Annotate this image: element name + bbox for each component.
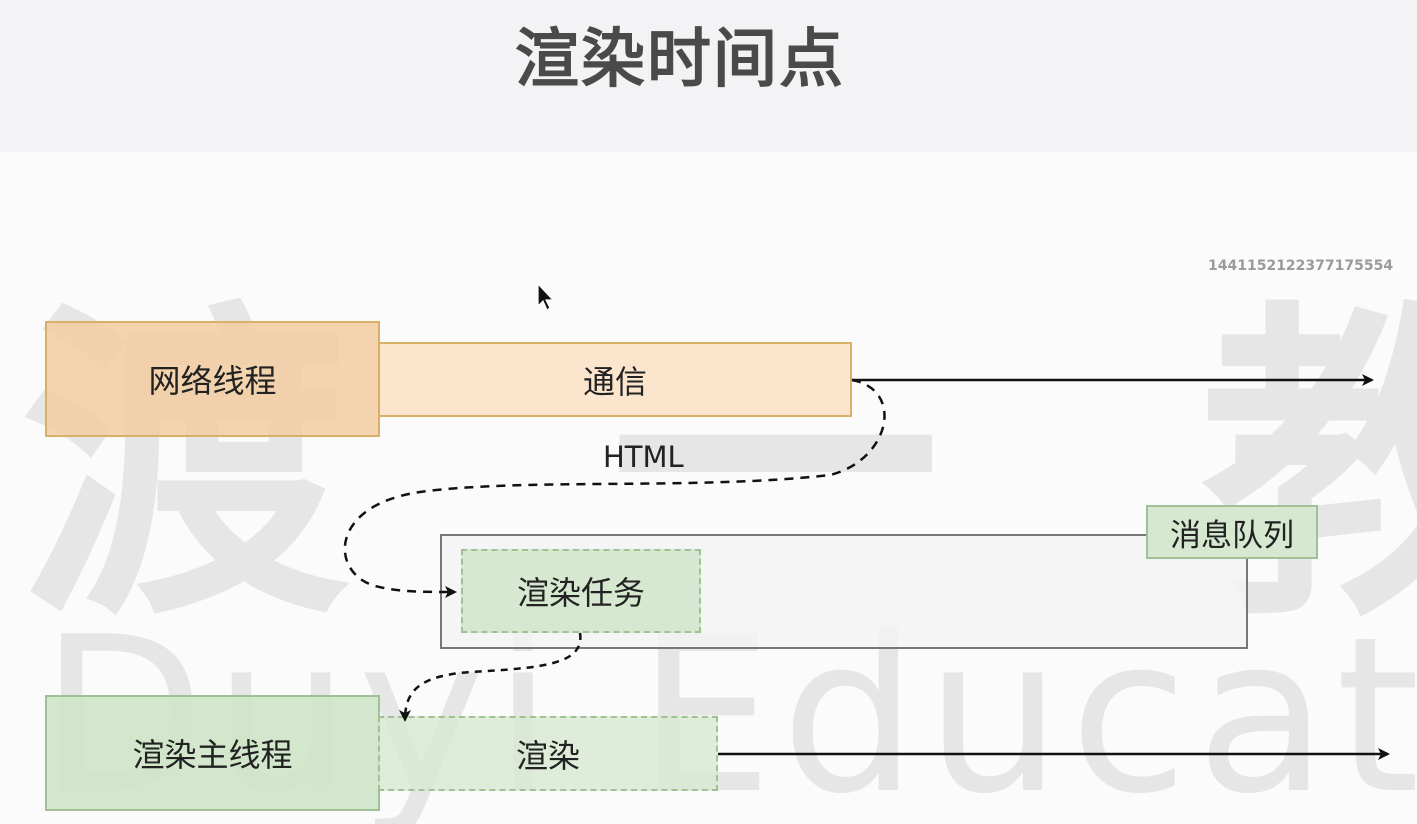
message-queue-label-box: 消息队列 xyxy=(1146,505,1318,559)
watermark-id: 1441152122377175554 xyxy=(1208,258,1394,274)
render-label: 渲染 xyxy=(515,736,580,775)
task-dispatch-dashed-arrow xyxy=(399,632,582,722)
render-main-thread-box: 渲染主线程 xyxy=(45,695,380,811)
page-title: 渲染时间点 xyxy=(515,23,845,97)
html-edge-label: HTML xyxy=(603,440,684,474)
communication-label: 通信 xyxy=(582,362,647,401)
render-task-label: 渲染任务 xyxy=(516,574,645,612)
communication-box: 通信 xyxy=(378,342,852,417)
render-task-box: 渲染任务 xyxy=(461,549,701,633)
network-thread-box: 网络线程 xyxy=(45,321,380,437)
render-main-thread-label: 渲染主线程 xyxy=(132,736,293,774)
render-box: 渲染 xyxy=(378,716,718,791)
message-queue-label: 消息队列 xyxy=(1170,517,1294,554)
html-dashed-arrow xyxy=(343,378,886,598)
network-thread-label: 网络线程 xyxy=(148,362,277,400)
title-bar: 渲染时间点 xyxy=(0,0,1417,152)
mouse-cursor-icon xyxy=(537,282,555,311)
